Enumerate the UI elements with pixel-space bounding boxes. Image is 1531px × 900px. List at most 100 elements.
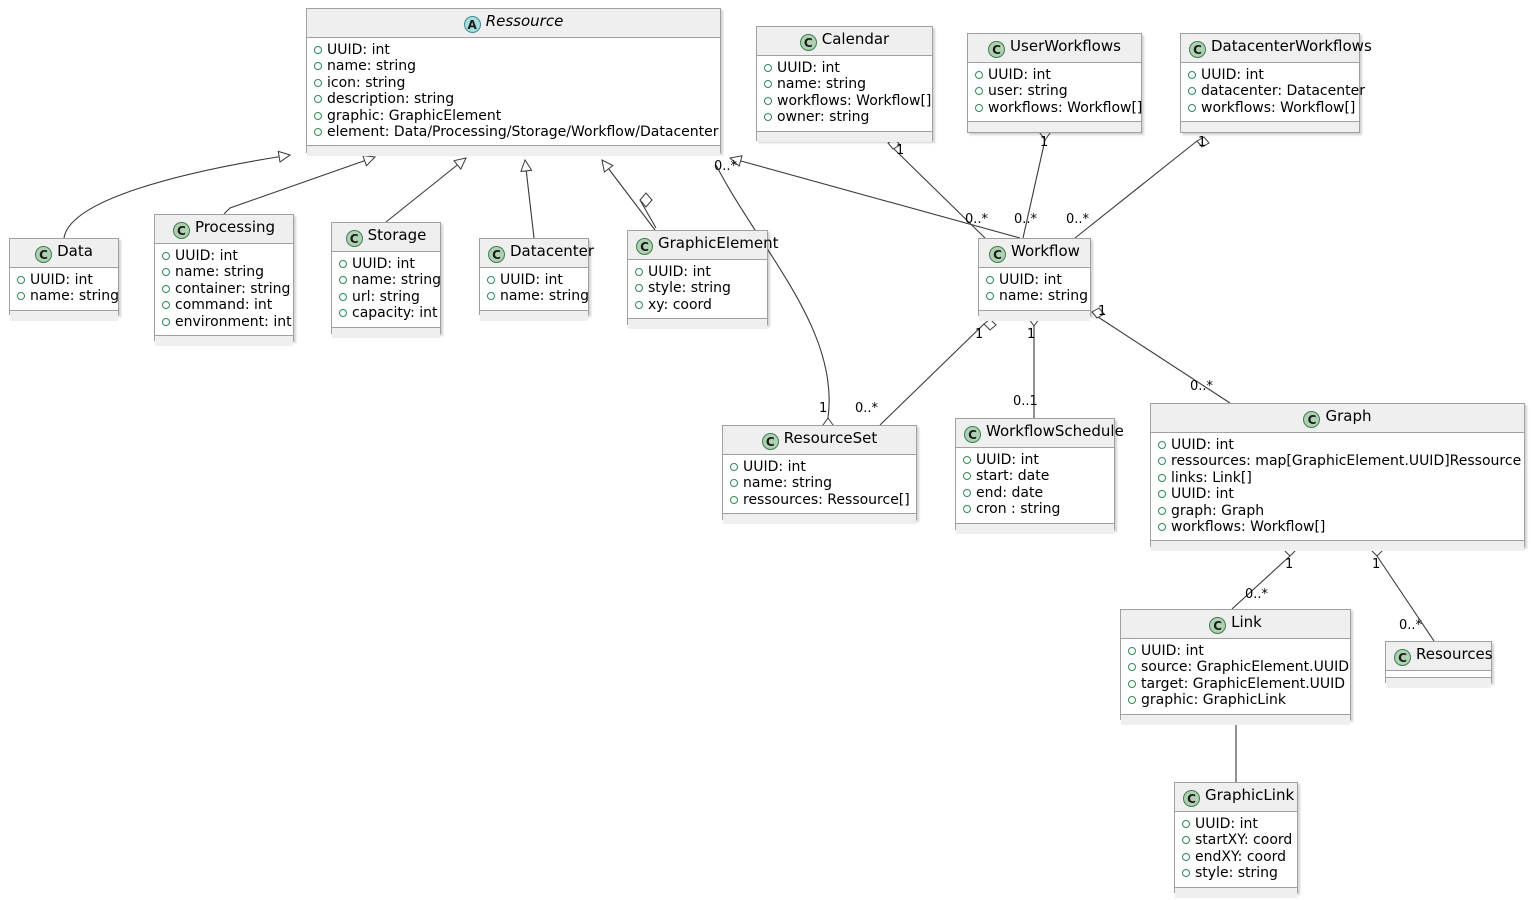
visibility-public-icon [1188, 103, 1196, 112]
attribute-label: icon: string [327, 74, 406, 91]
attribute-row: startXY: coord [1182, 832, 1293, 849]
attribute-row: name: string [314, 58, 713, 74]
attribute-row: workflows: Workflow[] [764, 93, 931, 109]
visibility-public-icon [314, 62, 322, 71]
attribute-label: name: string [999, 288, 1089, 305]
visibility-public-icon [1158, 473, 1166, 482]
edge-datacenter-inherits-ressource [525, 160, 535, 239]
diamond-ressource-graphicelement [639, 192, 653, 208]
visibility-public-icon [314, 95, 322, 104]
visibility-public-icon [1158, 441, 1166, 449]
attribute-row: graph: Graph [1158, 503, 1517, 519]
class-icon: C [488, 246, 505, 263]
attribute-row: description: string [314, 91, 713, 107]
attribute-row: workflows: Workflow[] [975, 100, 1142, 116]
class-methods-graphiclink [1175, 887, 1297, 898]
attribute-row: UUID: int [17, 272, 111, 288]
attribute-row: name: string [162, 264, 286, 280]
multiplicity-label: 0..* [1399, 618, 1423, 633]
attribute-label: cron : string [976, 501, 1061, 518]
class-methods-resourceset [723, 514, 916, 525]
attribute-row: xy: coord [635, 297, 760, 313]
attribute-row: UUID: int [1128, 643, 1343, 659]
multiplicity-label: 1 [1198, 135, 1207, 150]
class-methods-processing [155, 336, 293, 347]
visibility-public-icon [975, 103, 983, 112]
attribute-row: datacenter: Datacenter [1188, 83, 1365, 99]
attribute-label: graph: Graph [1171, 502, 1265, 519]
attribute-row: environment: int [162, 314, 292, 330]
attribute-row: owner: string [764, 109, 925, 125]
attribute-label: target: GraphicElement.UUID [1141, 675, 1346, 692]
multiplicity-label: 0..* [1066, 212, 1090, 227]
visibility-public-icon [986, 276, 994, 284]
visibility-public-icon [17, 292, 25, 301]
class-icon: C [761, 433, 779, 450]
visibility-public-icon [635, 284, 643, 293]
visibility-public-icon [1188, 87, 1196, 96]
edge-storage-inherits-ressource [385, 158, 466, 223]
visibility-public-icon [339, 292, 347, 301]
multiplicity-label: 0..* [714, 159, 738, 174]
visibility-public-icon [1158, 523, 1166, 532]
multiplicity-label: 1 [1027, 327, 1036, 342]
class-methods-datacenterworkflows [1181, 122, 1359, 133]
attribute-label: UUID: int [999, 272, 1062, 288]
visibility-public-icon [1128, 647, 1136, 655]
class-methods-link [1121, 714, 1350, 725]
visibility-public-icon [764, 113, 772, 122]
multiplicity-label: 1 [819, 401, 828, 416]
class-attributes-resources [1386, 671, 1491, 678]
class-icon: C [1209, 617, 1227, 634]
attribute-row: command: int [162, 297, 286, 313]
class-icon: C [1183, 790, 1200, 807]
visibility-public-icon [963, 456, 971, 464]
class-icon: C [1394, 649, 1411, 666]
visibility-public-icon [314, 78, 322, 87]
attribute-row: UUID: int [635, 264, 760, 280]
attribute-label: UUID: int [352, 256, 415, 272]
visibility-public-icon [1188, 71, 1196, 79]
attribute-label: element: Data/Processing/Storage/Workflo… [327, 124, 719, 141]
attribute-label: name: string [743, 475, 833, 492]
class-name-label: Workflow [1011, 242, 1080, 260]
attribute-label: command: int [175, 297, 273, 314]
attribute-label: graphic: GraphicLink [1141, 692, 1286, 709]
multiplicity-label: 0..1 [1013, 394, 1038, 409]
attribute-label: workflows: Workflow[] [1171, 519, 1326, 536]
attribute-label: style: string [1195, 865, 1278, 882]
attribute-label: startXY: coord [1195, 832, 1293, 849]
attribute-row: workflows: Workflow[] [1158, 519, 1517, 535]
attribute-row: target: GraphicElement.UUID [1128, 675, 1346, 692]
visibility-public-icon [730, 479, 738, 488]
visibility-public-icon [635, 268, 643, 276]
visibility-public-icon [17, 276, 25, 284]
attribute-row: name: string [487, 288, 589, 304]
visibility-public-icon [1128, 679, 1136, 688]
class-methods-resources [1386, 678, 1491, 688]
class-icon: C [172, 222, 190, 239]
